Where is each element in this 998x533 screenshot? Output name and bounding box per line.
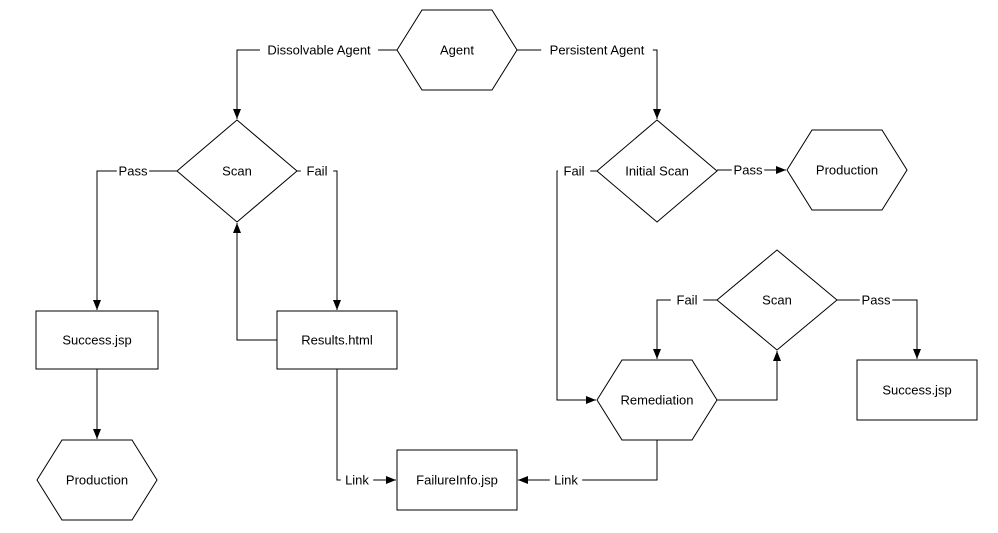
node-label-failure-info: FailureInfo.jsp: [416, 473, 498, 488]
node-label-agent: Agent: [440, 43, 474, 58]
edge-remediation-link: [518, 440, 658, 484]
edge-label-bg-agent-dissolvable: [259, 43, 379, 57]
node-remediation-hexagon: [596, 359, 718, 441]
edge-results-rescan: [233, 223, 277, 341]
edge-scan-right-fail: [653, 299, 717, 359]
edge-label-bg-scan-left-fail: [300, 164, 334, 178]
edge-label-bg-initial-scan-pass: [731, 163, 765, 177]
edge-initial-scan-fail: [556, 170, 597, 404]
node-label-initial-scan: Initial Scan: [625, 164, 689, 179]
edge-label-bg-scan-left-pass: [116, 164, 150, 178]
edge-label-scan-left-fail: Fail: [307, 164, 328, 179]
node-failure-info-rect: [396, 449, 518, 511]
node-production-right-hexagon: [786, 129, 908, 211]
edge-scan-left-pass: [93, 170, 177, 310]
edge-label-agent-dissolvable: Dissolvable Agent: [267, 43, 371, 58]
edge-label-scan-right-fail: Fail: [677, 293, 698, 308]
node-success-left-rect: [35, 310, 159, 370]
node-label-results: Results.html: [301, 333, 373, 348]
node-success-right-rect: [856, 359, 978, 421]
node-label-scan-right: Scan: [762, 293, 792, 308]
edge-label-bg-agent-persistent: [541, 43, 653, 57]
edge-label-remediation-link: Link: [554, 473, 578, 488]
node-label-success-right: Success.jsp: [882, 383, 951, 398]
edge-label-bg-remediation-link: [549, 473, 583, 487]
edge-label-bg-results-link: [340, 473, 374, 487]
edge-label-scan-left-pass: Pass: [119, 164, 148, 179]
edge-label-bg-scan-right-pass: [859, 293, 893, 307]
edge-agent-persistent: [517, 49, 661, 119]
edge-label-initial-scan-pass: Pass: [734, 163, 763, 178]
node-label-remediation: Remediation: [621, 393, 694, 408]
edge-label-results-link: Link: [345, 473, 369, 488]
node-label-success-left: Success.jsp: [62, 333, 131, 348]
edge-remediation-rescan: [717, 351, 781, 401]
edge-label-scan-right-pass: Pass: [862, 293, 891, 308]
node-label-production-left: Production: [66, 473, 128, 488]
edge-label-initial-scan-fail: Fail: [564, 164, 585, 179]
node-scan-left-diamond: [176, 119, 298, 223]
edge-label-bg-initial-scan-fail: [557, 164, 591, 178]
edge-label-bg-scan-right-fail: [670, 293, 704, 307]
edge-agent-dissolvable: [233, 49, 397, 119]
node-label-scan-left: Scan: [222, 164, 252, 179]
node-agent-hexagon: [396, 9, 518, 91]
node-production-left-hexagon: [36, 439, 158, 521]
edge-scan-left-fail: [297, 170, 341, 310]
edge-results-link: [336, 369, 396, 484]
edge-scan-right-pass: [837, 299, 921, 359]
node-results-rect: [276, 310, 398, 370]
node-initial-scan-diamond: [596, 119, 718, 223]
edge-label-agent-persistent: Persistent Agent: [550, 43, 645, 58]
node-label-production-right: Production: [816, 163, 878, 178]
node-scan-right-diamond: [716, 249, 838, 351]
